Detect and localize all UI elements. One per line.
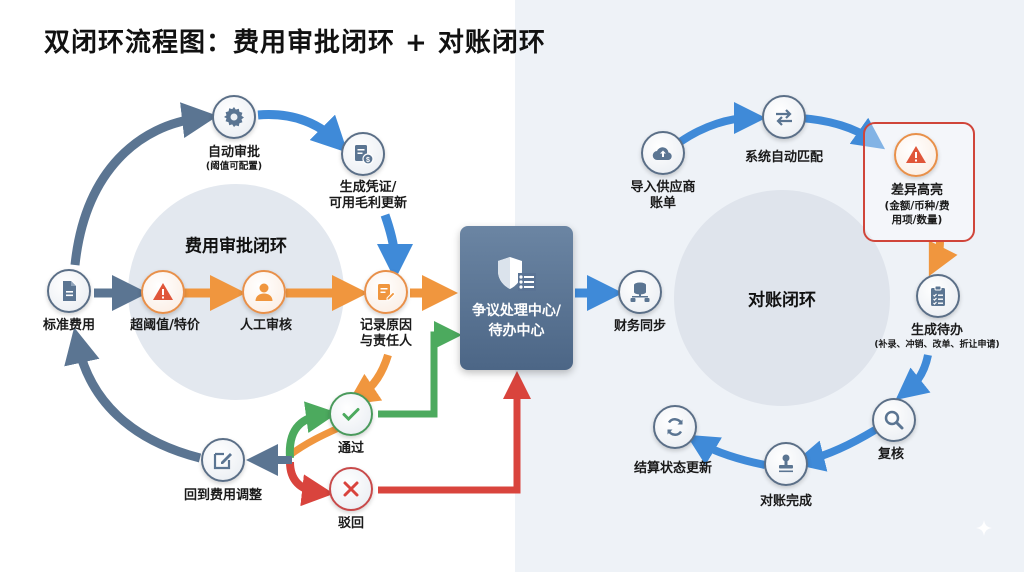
label-record-reason: 记录原因 与责任人 [360,318,412,350]
label-settlement-update: 结算状态更新 [633,461,713,476]
shield-list-icon [497,257,536,291]
database-icon [630,282,650,302]
label-auto-approval: 自动审批 (阈值可配置) [206,145,262,173]
arrow-reject-to-center [378,371,531,494]
arrow-recheck-to-done [792,426,878,472]
node-recheck[interactable] [872,398,916,442]
sparkle-icon [976,520,992,536]
arrow-voucher-to-record [376,213,413,280]
label-auto-match: 系统自动匹配 [744,150,824,165]
clipboard-check-icon [931,285,945,306]
arrow-done-to-settle [686,434,766,469]
node-diff-highlight[interactable] [894,133,938,177]
node-back-to-adjust[interactable] [201,438,245,482]
arrow-match-to-diff [799,114,886,150]
svg-text:$: $ [366,157,370,164]
node-reject[interactable] [329,467,373,511]
node-standard-expense[interactable] [47,269,91,313]
label-voucher: 生成凭证/ 可用毛利更新 [329,180,407,212]
expense-loop-title: 费用审批闭环 [185,236,287,257]
node-settlement-update[interactable] [653,405,697,449]
arrow-split-to-pass [285,401,338,459]
record-reason-line2: 与责任人 [359,334,413,349]
document-icon [63,281,76,301]
swap-arrows-icon [776,109,792,126]
arrow-pass-to-center [378,321,462,418]
reconcile-loop-circle [674,190,890,406]
label-import-bill: 导入供应商 账单 [630,180,695,212]
label-diff-highlight: 差异高亮 (金额/币种/费 用项/数量) [885,183,950,227]
arrow-import-to-match [677,102,766,146]
warning-icon [906,146,926,163]
gear-icon [224,107,244,127]
import-bill-line1: 导入供应商 [630,180,696,195]
generate-todo-title: 生成待办 [910,323,964,338]
x-icon [343,481,359,497]
label-finance-sync: 财务同步 [613,319,667,334]
label-reconcile-done: 对账完成 [759,494,813,509]
node-generate-todo[interactable] [916,274,960,318]
arrow-split-to-reject [286,461,334,507]
dispute-center-label: 争议处理中心/ 待办中心 [472,301,561,341]
node-voucher[interactable]: $ [341,132,385,176]
node-import-bill[interactable] [641,131,685,175]
generate-todo-sub: (补录、冲销、改单、折让申请) [874,340,1000,350]
arrow-standard-to-auto [70,102,218,266]
search-icon [884,410,904,430]
label-generate-todo: 生成待办 (补录、冲销、改单、折让申请) [874,323,999,351]
import-bill-line2: 账单 [649,196,677,211]
arrow-diff-to-todo [928,239,958,277]
dispute-center-line1: 争议处理中心/ [471,303,562,319]
label-standard-expense: 标准费用 [42,318,96,333]
voucher-line2: 可用毛利更新 [328,196,408,211]
dispute-center-hub[interactable]: 争议处理中心/ 待办中心 [460,226,573,370]
arrow-todo-to-recheck [895,354,932,400]
node-record-reason[interactable] [364,270,408,314]
dispute-center-line2: 待办中心 [488,323,545,339]
label-reject: 驳回 [337,516,365,531]
refresh-icon [667,418,683,436]
node-reconcile-done[interactable] [764,442,808,486]
user-icon [255,283,273,301]
voucher-line1: 生成凭证/ [339,180,397,195]
node-manual-review[interactable] [242,270,286,314]
node-over-threshold[interactable] [141,270,185,314]
record-reason-line1: 记录原因 [359,318,413,333]
check-icon [342,408,360,422]
diff-highlight-sub2: 用项/数量) [891,214,943,226]
reconcile-loop-title: 对账闭环 [748,290,816,311]
label-recheck: 复核 [877,447,905,462]
node-pass[interactable] [329,392,373,436]
label-over-threshold: 超阈值/特价 [130,318,200,333]
cloud-upload-icon [652,147,672,161]
diff-highlight-sub1: (金额/币种/费 [884,200,950,212]
edit-icon [213,452,232,470]
diff-highlight-title: 差异高亮 [890,183,943,198]
auto-approval-title: 自动审批 [207,145,260,160]
page-title: 双闭环流程图：费用审批闭环 + 对账闭环 [44,28,546,58]
stamp-icon [779,454,793,473]
arrow-record-down [346,353,392,405]
label-back-to-adjust: 回到费用调整 [183,488,263,503]
node-auto-match[interactable] [762,95,806,139]
auto-approval-note: (阈值可配置) [205,161,263,172]
arrow-auto-to-voucher [257,110,348,153]
warning-icon [153,283,173,300]
label-pass: 通过 [337,441,365,456]
label-manual-review: 人工审核 [239,318,293,333]
node-auto-approval[interactable] [212,95,256,139]
arrow-adjust-to-standard [64,327,202,463]
invoice-dollar-icon: $ [355,145,374,165]
node-finance-sync[interactable] [618,270,662,314]
note-edit-icon [378,284,396,301]
